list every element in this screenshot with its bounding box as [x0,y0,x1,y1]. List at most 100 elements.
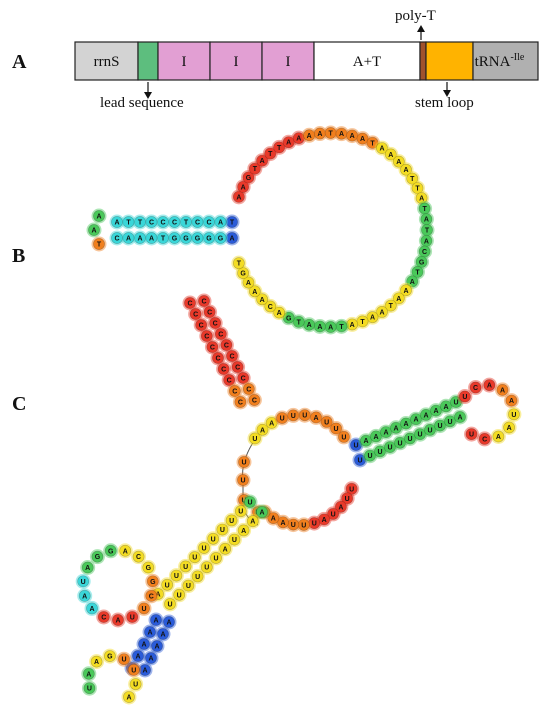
b-loop-nt-letter: A [241,184,246,191]
b-stem-bottom-nt-letter: A [137,236,142,243]
b-loop-nt [264,147,277,160]
b-stem-bottom-nt [180,232,192,244]
c-left-loop-nt-letter: A [115,618,120,625]
segment-label-repeat-2: I [234,54,239,70]
c-linker-nt [237,474,249,486]
b-stem-top-nt [145,216,158,228]
b-loop-nt [415,192,428,204]
c-bottom-stem-right-nt [157,628,169,640]
polyt-label: poly-T [395,8,436,24]
c-central-top-nt-letter: U [252,436,257,443]
c-left-loop-nt [78,589,91,602]
c-upper-stem-right-nt-letter: C [252,398,257,405]
c-bottom-stem-left-nt-letter: A [147,630,152,637]
c-central-top-nt-letter: A [269,420,274,427]
c-central-top-nt [249,432,261,445]
c-left-loop-nt [104,544,117,557]
stem-loop-label: stem loop [415,95,474,111]
c-right-stem-top-nt-letter: A [413,417,418,424]
c-left-loop-nt-letter: U [81,579,86,586]
c-bottom-stem-left-nt [144,626,156,638]
b-loop-nt-letter: A [236,194,241,201]
b-stem-bottom-nt-letter: G [183,236,189,243]
b-loop-nt-letter: A [403,288,408,295]
b-hairpin-nt-letter: A [91,228,96,235]
c-right-loop-nt-letter: A [487,383,492,390]
c-right-stem-top-nt-letter: A [423,412,428,419]
c-lower-stem-left-nt-letter: U [204,565,209,572]
c-right-loop-nt [465,428,478,441]
c-right-stem-top-nt-letter: A [383,430,388,437]
b-stem-top-nt-letter: T [126,220,131,227]
c-lower-stem-left-nt [256,506,268,518]
c-left-loop-nt-letter: A [123,548,128,555]
c-upper-stem-right-nt [242,383,255,395]
segment-repeat-1 [157,41,211,81]
c-central-bottom-nt-letter: U [312,521,317,528]
c-upper-stem-right-nt-letter: C [246,387,251,394]
c-right-stem-top-nt-letter: A [403,421,408,428]
c-central-top-nt-letter: U [334,426,339,433]
panel-label-a: A [12,51,27,73]
b-loop-nt-letter: A [379,146,384,153]
c-central-bottom-nt-letter: U [331,511,336,518]
c-upper-stem-right-nt-letter: C [218,332,223,339]
b-loop-nt [273,141,286,154]
segment-label-at-rich: A+T [353,54,381,70]
c-central-top-nt [298,409,311,422]
c-upper-stem-right-nt [220,339,233,351]
b-loop-nt-letter: A [350,133,355,140]
c-bottom-loop-nt-letter: U [131,667,136,674]
c-upper-stem-right-nt [203,306,216,318]
b-loop-nt [400,284,412,297]
c-right-loop-nt-letter: U [462,394,467,401]
b-stem-bottom-nt [168,232,181,244]
c-upper-stem-right-nt-letter: C [235,365,240,372]
c-upper-stem-right-nt [231,361,244,373]
c-left-loop-nt-letter: G [150,579,156,586]
c-central-bottom-nt-letter: U [345,496,350,503]
c-central-bottom-nt-letter: A [338,504,343,511]
c-upper-stem-right-nt [198,295,210,307]
c-right-stem-bottom-nt-letter: U [437,423,442,430]
b-loop-nt [242,276,255,289]
b-loop-nt-letter: A [396,159,401,166]
b-stem-top-nt [191,216,204,228]
c-right-stem-top-nt [440,400,452,413]
c-left-loop-nt-letter: G [108,548,114,555]
c-right-stem-top-nt [390,421,402,434]
c-lower-stem-right-nt-letter: U [174,573,179,580]
b-loop-nt [376,142,388,155]
b-stem-bottom-nt-letter: A [126,236,131,243]
c-right-stem-top-nt-letter: A [393,425,398,432]
b-loop-nt [237,180,250,193]
b-loop-nt-letter: A [419,196,424,203]
c-upper-stem-left-nt [184,297,196,309]
c-right-loop-nt [505,394,518,407]
b-loop-nt-letter: G [286,315,292,322]
c-upper-stem-left-nt-letter: C [221,367,226,374]
c-central-bottom-nt [334,500,347,513]
b-stem-top-nt [157,216,169,228]
b-loop-nt-letter: A [307,133,312,140]
b-loop-nt [232,257,245,270]
c-lower-stem-left-nt [173,588,186,601]
c-lower-stem-right-nt-letter: U [220,527,225,534]
b-loop-nt-letter: A [317,131,322,138]
c-left-loop-nt-letter: A [82,593,87,600]
b-hairpin-nt [93,210,105,222]
c-bottom-stem-left-nt [132,650,144,662]
b-loop-nt-letter: T [297,319,302,326]
c-lower-stem-right-nt [216,523,229,536]
c-central-top-nt [310,411,322,424]
c-right-stem-bottom-nt [434,419,446,432]
b-hairpin-nt [88,224,100,236]
c-right-stem-bottom-nt-letter: U [387,445,392,452]
c-lower-stem-left-nt [164,598,176,610]
b-loop-nt-letter: A [396,296,401,303]
c-upper-stem-left-nt [189,308,202,320]
c-lower-stem-right-nt-letter: U [229,518,234,525]
b-loop-nt-letter: T [389,303,394,310]
b-stem-bottom-nt-letter: G [206,236,212,243]
